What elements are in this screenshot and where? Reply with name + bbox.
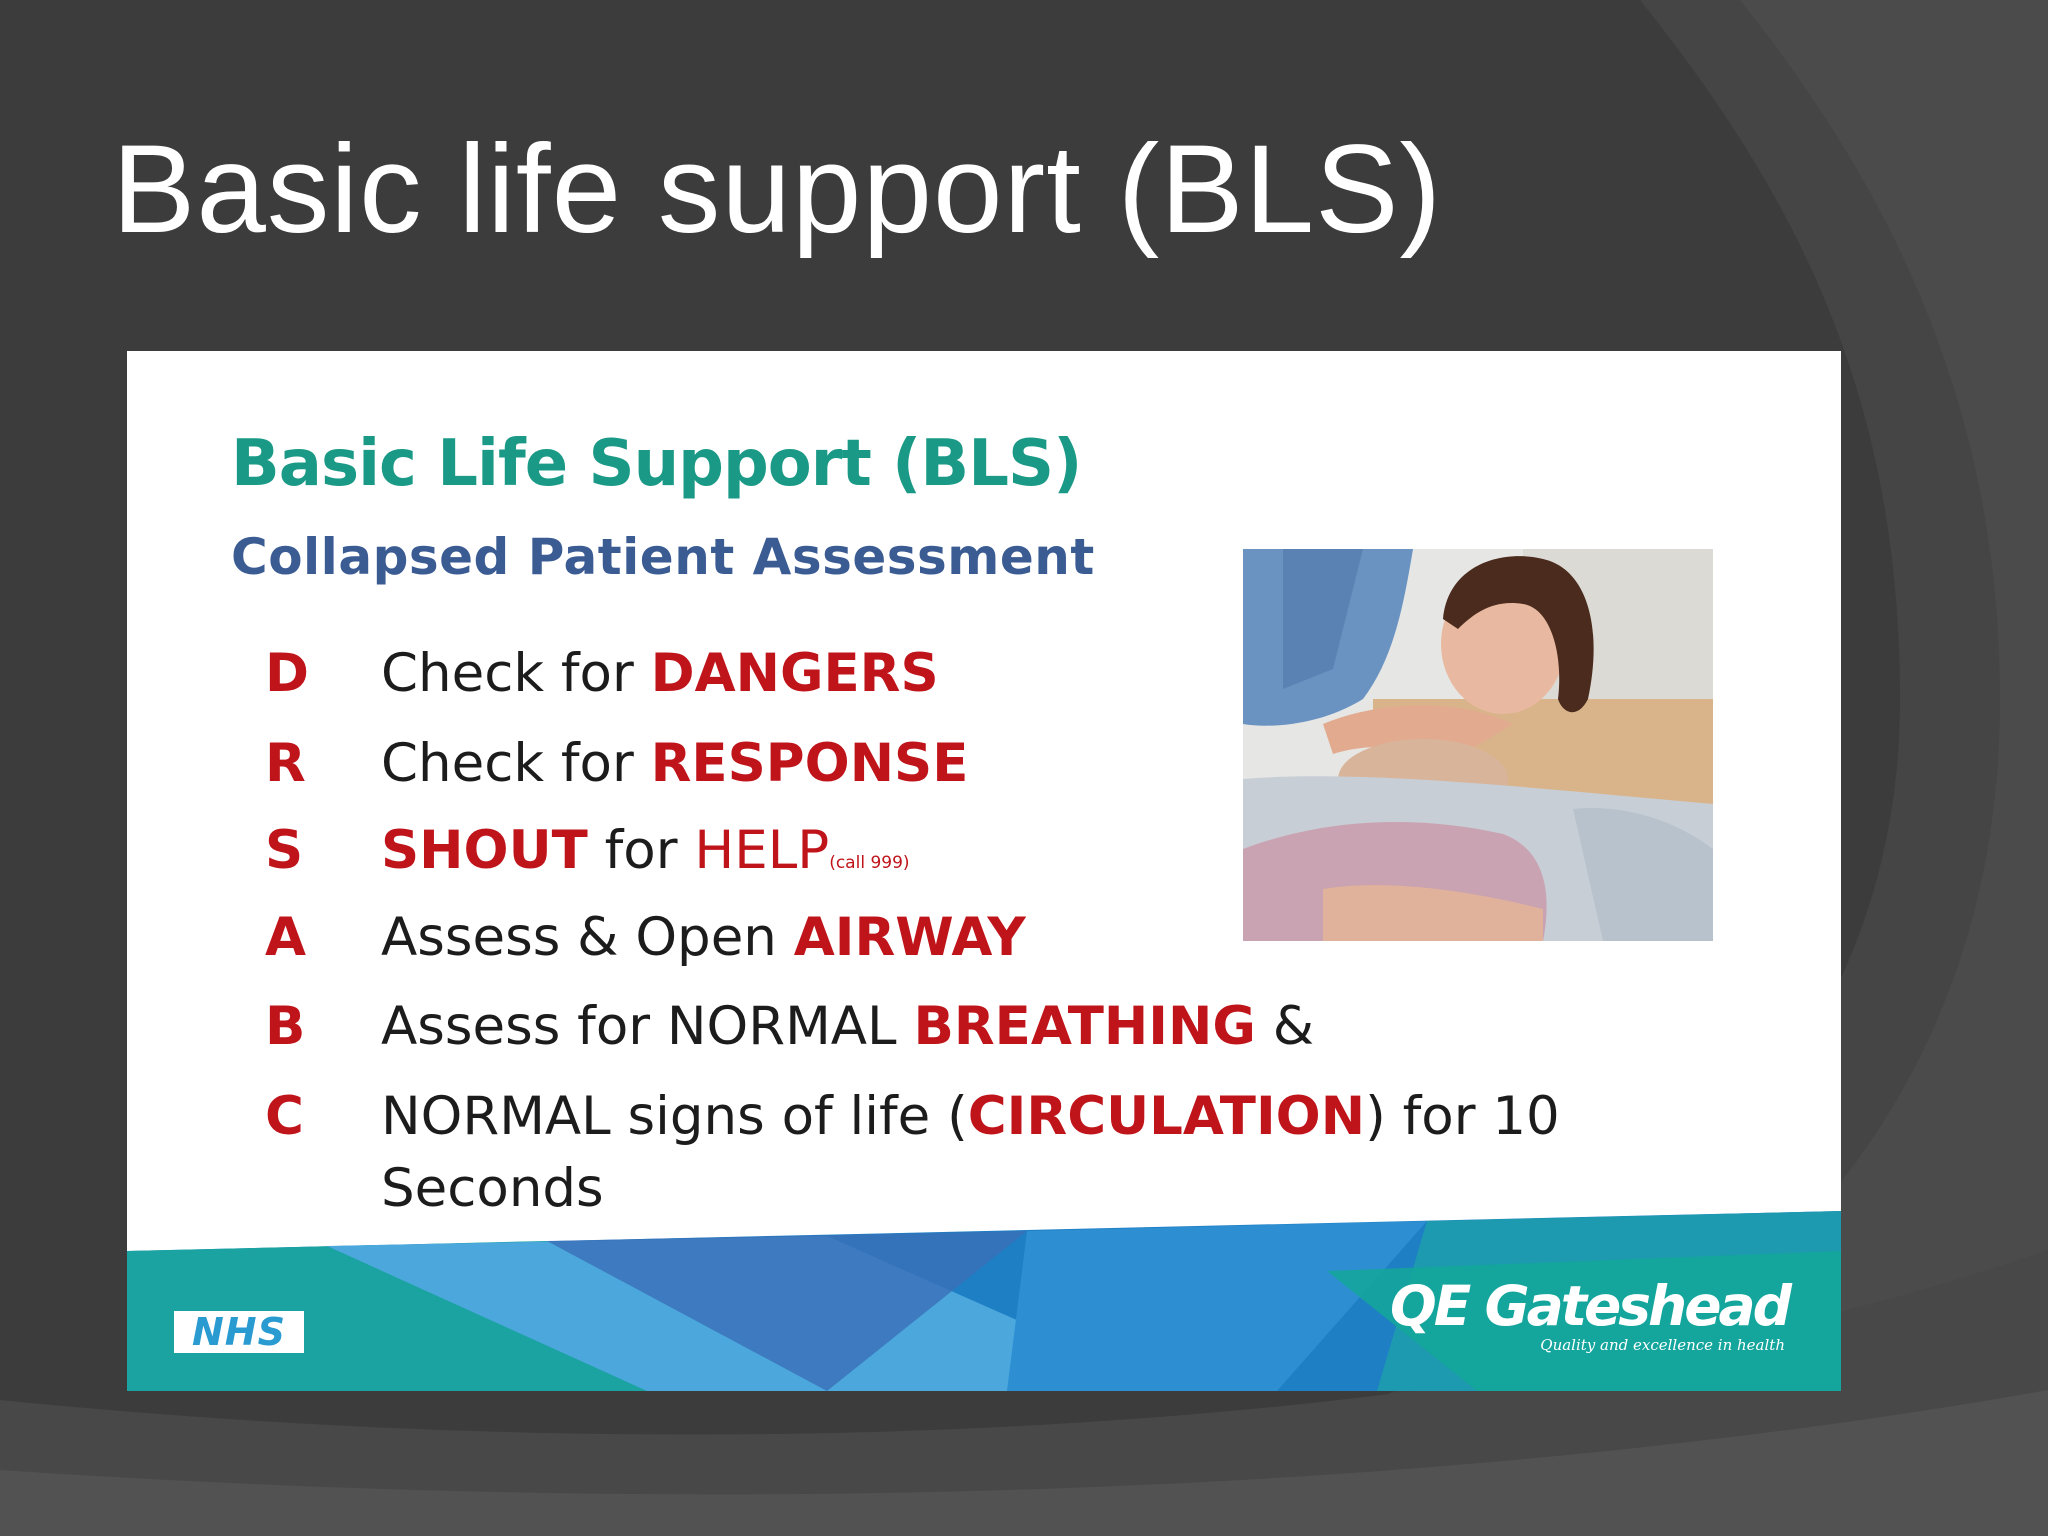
card-subtitle: Collapsed Patient Assessment (231, 528, 1095, 586)
card-title: Basic Life Support (BLS) (231, 427, 1082, 501)
step-letter: S (265, 820, 304, 881)
step-letter: D (265, 643, 309, 704)
step-text: NORMAL signs of life (CIRCULATION) for 1… (381, 1086, 1560, 1147)
step-letter: A (265, 907, 307, 968)
step-text: Check for RESPONSE (381, 733, 969, 794)
qe-gateshead-logo: QE Gateshead Quality and excellence in h… (1389, 1274, 1792, 1354)
slide-title: Basic life support (BLS) (112, 120, 1443, 259)
call-note: (call 999) (829, 853, 910, 873)
step-text: Check for DANGERS (381, 643, 939, 704)
step-text-continued: Seconds (381, 1158, 604, 1219)
step-text: Assess for NORMAL BREATHING & (381, 996, 1315, 1057)
bls-infographic: Basic Life Support (BLS) Collapsed Patie… (127, 351, 1841, 1391)
brand-tagline: Quality and excellence in health (1540, 1336, 1785, 1354)
step-letter: B (265, 996, 306, 1057)
nhs-logo: NHS (174, 1311, 304, 1353)
footer-banner (127, 1211, 1841, 1391)
step-letter: R (265, 733, 306, 794)
step-letter: C (265, 1086, 304, 1147)
nurse-checking-patient-photo (1243, 549, 1713, 941)
step-text: SHOUT for HELP(call 999) (381, 820, 910, 881)
brand-name: QE Gateshead (1389, 1274, 1792, 1338)
step-text: Assess & Open AIRWAY (381, 907, 1026, 968)
